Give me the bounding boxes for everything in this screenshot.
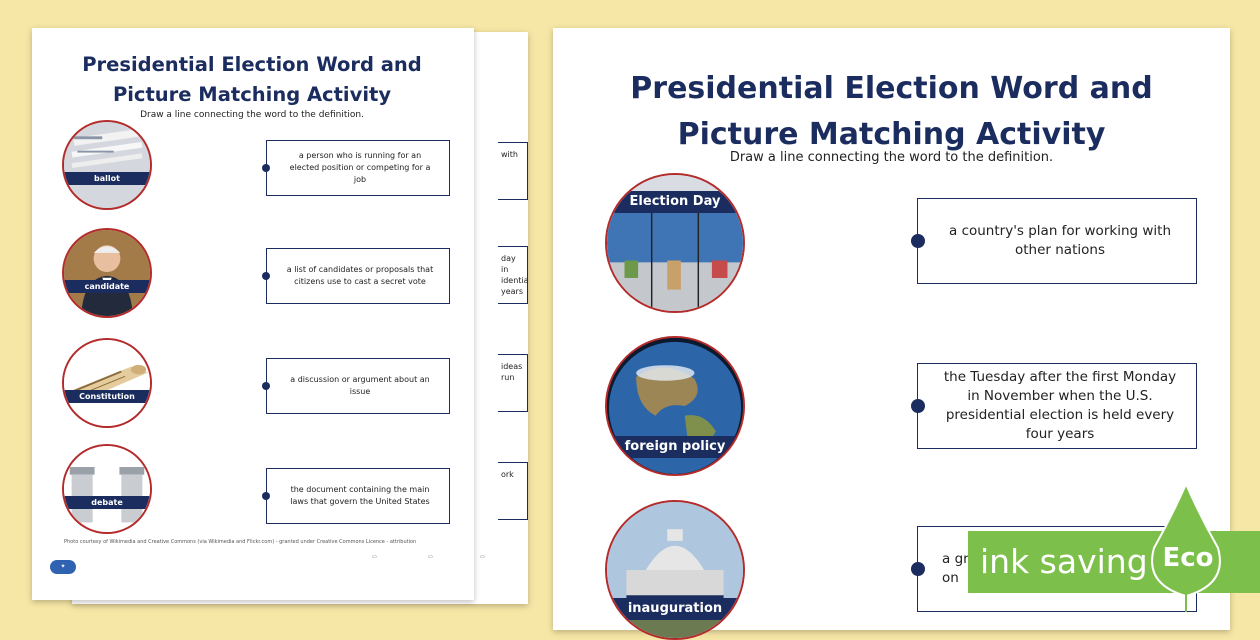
- definition-text: a person who is running for an elected p…: [289, 151, 431, 184]
- inauguration-picture: inauguration: [605, 500, 745, 640]
- footer-mark-icon: ▭: [428, 554, 433, 560]
- back-definition-fragment: ork: [498, 462, 528, 520]
- worksheet-title: Presidential Election Word and Picture M…: [583, 66, 1200, 158]
- definition-box: a discussion or argument about an issue: [266, 358, 450, 414]
- definition-text: a discussion or argument about an issue: [290, 375, 430, 396]
- title-line: Presidential Election Word and: [630, 71, 1153, 106]
- ballot-picture: ballot: [62, 120, 152, 210]
- connector-dot[interactable]: [262, 272, 270, 280]
- definition-text: the Tuesday after the first Monday in No…: [943, 369, 1177, 442]
- constitution-scroll-icon: [64, 340, 150, 426]
- definition-box: a country's plan for working with other …: [917, 198, 1197, 284]
- definition-text: a list of candidates or proposals that c…: [286, 265, 434, 286]
- definition-text: a country's plan for working with other …: [949, 223, 1171, 258]
- worksheet-page-left: Presidential Election Word and Picture M…: [32, 28, 485, 600]
- election-day-picture: Election Day: [605, 173, 745, 313]
- twinkl-logo-icon: ✦: [50, 560, 76, 574]
- title-line: Picture Matching Activity: [112, 83, 392, 106]
- worksheet-title: Presidential Election Word and Picture M…: [52, 50, 452, 110]
- connector-dot[interactable]: [262, 382, 270, 390]
- candidate-portrait-icon: [64, 230, 150, 316]
- connector-dot[interactable]: [262, 492, 270, 500]
- footer-mark-icon: ▭: [480, 554, 485, 560]
- definition-text: the document containing the main laws th…: [290, 485, 430, 506]
- eco-label: Eco: [1162, 543, 1214, 573]
- debate-picture: debate: [62, 444, 152, 534]
- worksheet-page-right: Presidential Election Word and Picture M…: [553, 28, 1230, 640]
- constitution-picture: Constitution: [62, 338, 152, 428]
- word-label: foreign policy: [607, 436, 743, 458]
- eco-drop-icon: [1151, 482, 1221, 612]
- word-label: debate: [64, 496, 150, 509]
- connector-dot[interactable]: [262, 164, 270, 172]
- connector-dot[interactable]: [911, 399, 925, 413]
- definition-box: the Tuesday after the first Monday in No…: [917, 363, 1197, 449]
- definition-box: the document containing the main laws th…: [266, 468, 450, 524]
- word-label: Election Day: [607, 191, 743, 213]
- photo-credit: Photo courtesy of Wikimedia and Creative…: [64, 539, 417, 545]
- debate-podiums-icon: [64, 446, 150, 532]
- title-line: Presidential Election Word and: [82, 53, 422, 76]
- word-label: ballot: [64, 172, 150, 185]
- footer-mark-icon: ▭: [372, 554, 377, 560]
- ballot-icon: [64, 122, 150, 208]
- instruction-text: Draw a line connecting the word to the d…: [729, 150, 1054, 165]
- back-definition-fragment: day in idential years: [498, 246, 528, 304]
- word-label: candidate: [64, 280, 150, 293]
- instruction-text: Draw a line connecting the word to the d…: [140, 110, 364, 120]
- foreign-policy-picture: foreign policy: [605, 336, 745, 476]
- back-definition-fragment: with: [498, 142, 528, 200]
- word-label: Constitution: [64, 390, 150, 403]
- candidate-picture: candidate: [62, 228, 152, 318]
- back-definition-fragment: ideas run: [498, 354, 528, 412]
- connector-dot[interactable]: [911, 234, 925, 248]
- definition-box: a list of candidates or proposals that c…: [266, 248, 450, 304]
- connector-dot[interactable]: [911, 562, 925, 576]
- title-line: Picture Matching Activity: [677, 117, 1106, 152]
- word-label: inauguration: [607, 598, 743, 620]
- definition-box: a person who is running for an elected p…: [266, 140, 450, 196]
